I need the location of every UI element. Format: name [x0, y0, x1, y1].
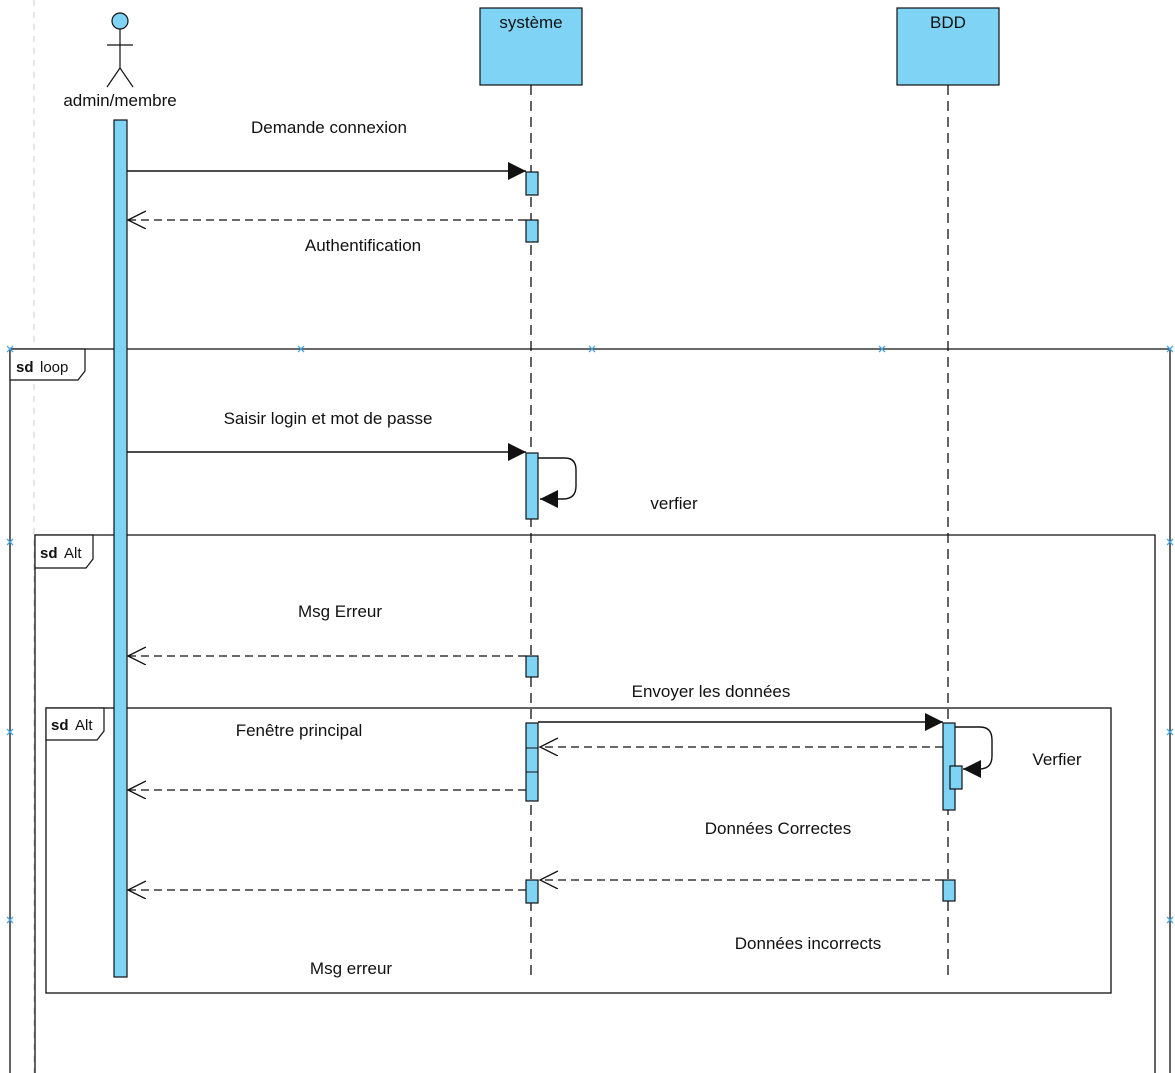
fragment-alt-outer-name: Alt: [64, 545, 82, 562]
fragment-loop-tab: [9, 348, 86, 381]
fragment-alt-outer-keyword: sd: [40, 545, 58, 562]
activation-bdd-nested[interactable]: [949, 765, 963, 790]
label-demande-connexion: Demande connexion: [251, 118, 407, 137]
label-authentification: Authentification: [305, 236, 421, 255]
actor-admin-membre[interactable]: admin/membre: [63, 12, 177, 110]
label-msg-erreur-2: Msg erreur: [310, 959, 393, 978]
activation-systeme-5[interactable]: [525, 722, 539, 802]
activation-systeme-2[interactable]: [525, 219, 539, 243]
message-verfier-db[interactable]: [955, 726, 993, 778]
label-donnees-incorrects: Données incorrects: [735, 934, 881, 953]
fragment-alt-inner[interactable]: sd Alt: [45, 707, 1112, 994]
selection-handles: [6, 345, 1174, 924]
stick-figure-icon: [106, 12, 134, 88]
label-donnees-correctes: Données Correctes: [705, 819, 851, 838]
lifeline-label-systeme: système: [499, 13, 562, 32]
fragment-loop-name: loop: [40, 359, 68, 376]
activation-systeme-1[interactable]: [525, 171, 539, 196]
label-envoyer-donnees: Envoyer les données: [632, 682, 791, 701]
fragment-alt-outer-tab: [34, 534, 94, 569]
lifeline-head-bdd[interactable]: BDD: [896, 7, 1000, 86]
label-verfier-db: Verfier: [1032, 750, 1081, 769]
lifeline-label-bdd: BDD: [930, 13, 966, 32]
label-verfier-self: verfier: [650, 494, 698, 513]
message-verfier-self[interactable]: [538, 457, 577, 508]
fragment-alt-inner-keyword: sd: [51, 717, 69, 734]
activation-systeme-6[interactable]: [525, 879, 539, 904]
activation-systeme-4[interactable]: [525, 655, 539, 678]
label-saisir-login: Saisir login et mot de passe: [224, 409, 433, 428]
activation-bdd-2[interactable]: [942, 879, 956, 902]
activation-systeme-3[interactable]: [525, 452, 539, 520]
actor-label: admin/membre: [63, 91, 176, 110]
label-msg-erreur-1: Msg Erreur: [298, 602, 382, 621]
lifeline-head-systeme[interactable]: système: [479, 7, 583, 86]
activation-actor[interactable]: [113, 119, 128, 978]
fragment-alt-inner-tab: [45, 707, 105, 741]
fragment-loop[interactable]: sd loop: [6, 345, 1174, 1073]
fragment-loop-keyword: sd: [16, 359, 34, 376]
fragment-alt-outer[interactable]: sd Alt: [34, 534, 1156, 1073]
fragment-alt-inner-name: Alt: [75, 717, 93, 734]
label-fenetre-principal: Fenêtre principal: [236, 721, 363, 740]
